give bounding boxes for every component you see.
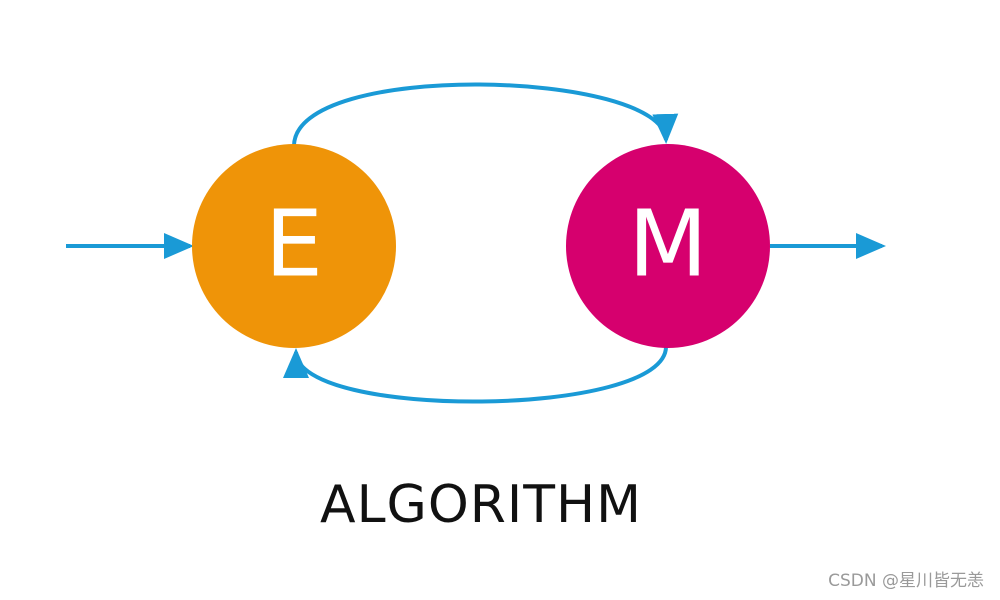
arrow-m-to-e — [283, 345, 669, 404]
arrow-e-to-m — [292, 82, 679, 147]
m-node-circle — [566, 144, 770, 348]
m-node-label: M — [628, 191, 707, 298]
e-step-node: E — [192, 144, 396, 348]
e-node-circle — [192, 144, 396, 348]
e-node-label: E — [265, 191, 323, 298]
m-step-node: M — [566, 144, 770, 348]
diagram-caption: ALGORITHM — [320, 475, 642, 535]
watermark-text: CSDN @星川皆无恙 — [828, 571, 984, 591]
